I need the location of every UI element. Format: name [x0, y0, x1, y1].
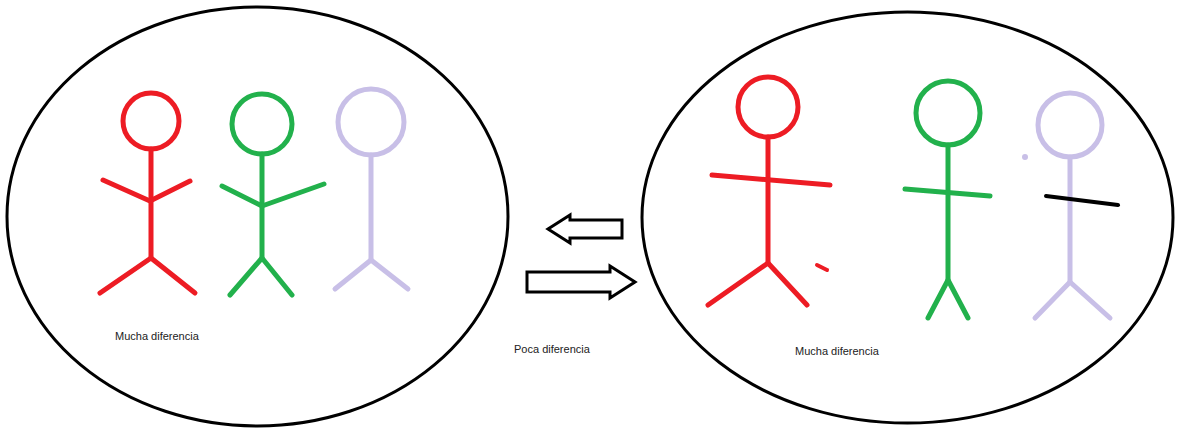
- block-arrow: [527, 266, 635, 298]
- ellipse-outline: [5, 5, 510, 428]
- red-figure: [708, 77, 830, 305]
- red-figure: [100, 93, 195, 293]
- ellipse-border: [7, 7, 508, 426]
- lavender-figure: [335, 89, 408, 289]
- lavender-figure: [1024, 93, 1111, 318]
- black-stroke: [1046, 196, 1118, 205]
- region-label: Mucha diferencia: [795, 345, 879, 358]
- block-arrow: [548, 215, 622, 243]
- ellipse-border: [642, 12, 1173, 423]
- green-figure: [905, 81, 990, 318]
- green-figure: [222, 94, 324, 295]
- ellipse-outline: [640, 10, 1175, 425]
- ellipse-region: Mucha diferencia: [640, 10, 1175, 425]
- region-label: Mucha diferencia: [115, 330, 199, 343]
- ellipse-region: Mucha diferencia: [5, 5, 510, 428]
- arrow-label: Poca diferencia: [512, 343, 592, 356]
